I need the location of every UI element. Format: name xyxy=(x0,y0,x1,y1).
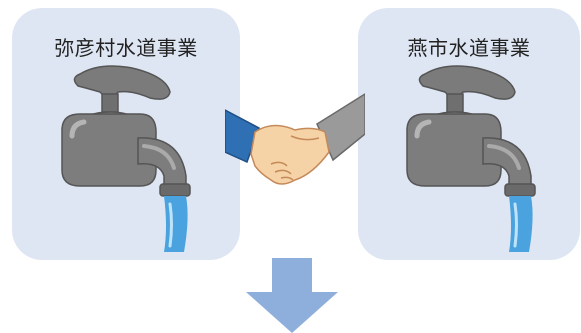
faucet-icon xyxy=(61,65,191,252)
handshake-icon xyxy=(225,93,365,185)
left-card: 弥彦村水道事業 xyxy=(12,8,240,260)
down-arrow-icon xyxy=(246,258,338,333)
left-card-title: 弥彦村水道事業 xyxy=(54,36,198,60)
faucet-icon xyxy=(406,65,536,252)
right-card: 燕市水道事業 xyxy=(358,8,580,260)
right-card-title: 燕市水道事業 xyxy=(407,36,531,60)
